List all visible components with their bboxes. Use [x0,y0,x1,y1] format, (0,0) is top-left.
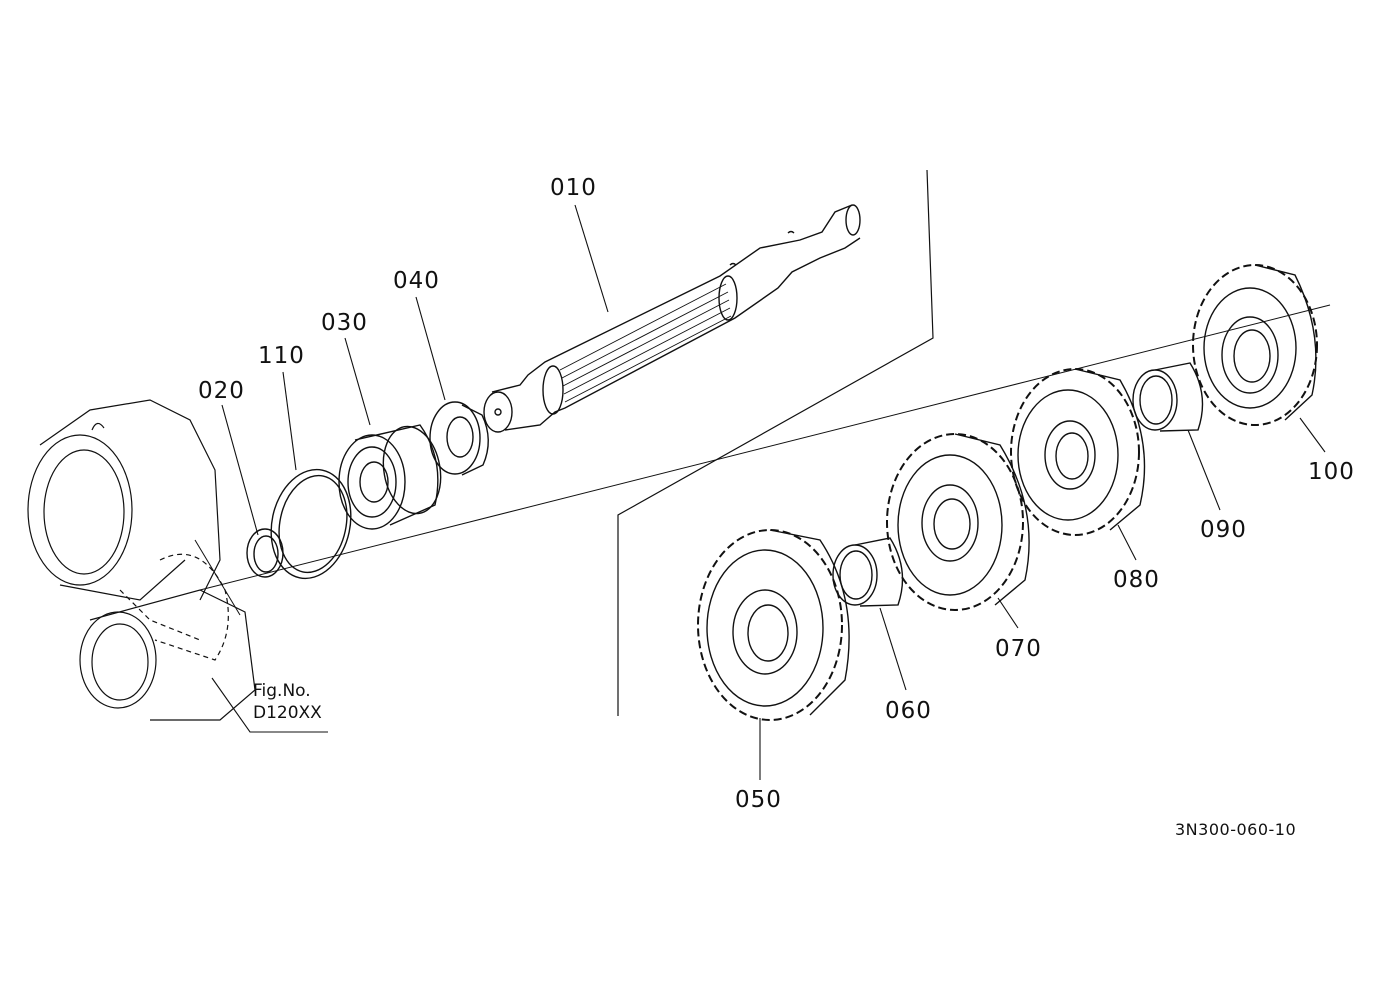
assembly-axis [200,305,1330,590]
gear-080 [1011,369,1145,535]
transmission-housing [28,400,255,720]
part-label-050: 050 [735,787,782,813]
washer-040 [430,402,488,475]
leader-100 [1300,418,1325,452]
leader-060 [880,608,906,690]
figure-reference-line1: Fig.No. [253,681,311,701]
collar-060 [833,538,903,606]
part-label-070: 070 [995,636,1042,662]
part-label-100: 100 [1308,459,1355,485]
part-label-080: 080 [1113,567,1160,593]
leader-010 [575,205,608,312]
leader-fig-ref [212,678,328,732]
collar-090 [1133,363,1203,431]
part-label-010: 010 [550,175,597,201]
circlip-020 [247,529,283,577]
part-label-090: 090 [1200,517,1247,543]
leader-020 [222,405,258,535]
figure-reference-line2: D120XX [253,703,322,723]
main-shaft-010 [484,205,860,432]
leader-lines [212,205,1325,780]
gear-050 [698,530,849,720]
part-label-040: 040 [393,268,440,294]
gear-100 [1193,265,1317,425]
leader-080 [1118,525,1136,560]
o-ring-110 [261,462,360,586]
leader-030 [345,338,370,425]
part-label-020: 020 [198,378,245,404]
leader-090 [1188,430,1220,510]
leader-070 [998,598,1018,628]
figure-reference: Fig.No. D120XX [253,680,322,724]
part-label-030: 030 [321,310,368,336]
ball-bearing-030 [339,422,447,529]
gear-070 [887,434,1029,610]
assembly-frame [618,170,933,716]
drawing-code: 3N300-060-10 [1175,820,1297,839]
leader-040 [416,297,445,400]
part-label-060: 060 [885,698,932,724]
leader-110 [283,372,296,470]
part-label-110: 110 [258,343,305,369]
